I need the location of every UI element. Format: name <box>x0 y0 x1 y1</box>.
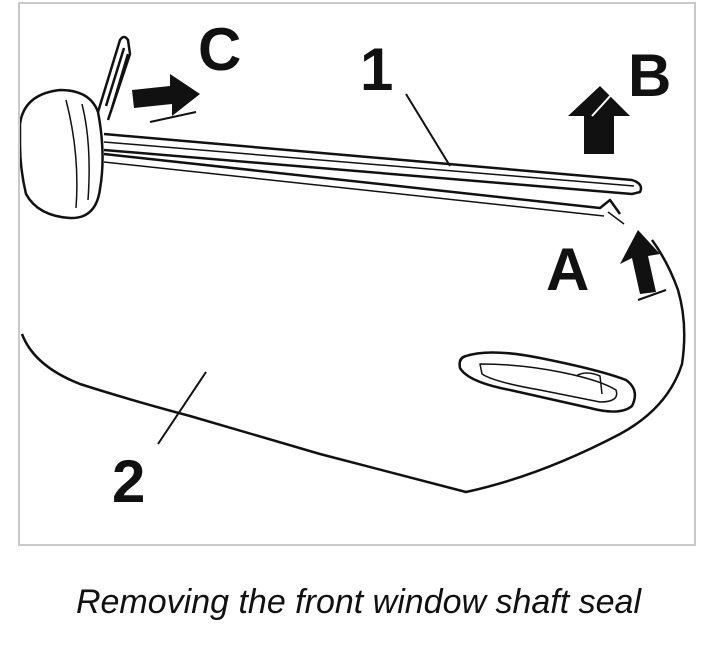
arrow-c-icon <box>132 74 200 116</box>
arrow-a-icon <box>620 230 660 294</box>
leader-line-1 <box>405 93 451 167</box>
callout-label-2: 2 <box>112 448 145 515</box>
door-panel <box>20 239 686 494</box>
door-seal-illustration: 1 2 A B C <box>20 16 686 515</box>
arrow-a <box>620 230 667 301</box>
illustration-frame: 1 2 A B C <box>18 2 696 546</box>
leader-line-2 <box>157 371 207 445</box>
side-mirror <box>20 35 132 220</box>
arrow-label-c: C <box>198 16 241 83</box>
figure-caption: Removing the front window shaft seal <box>75 583 642 621</box>
arrow-c <box>132 74 200 123</box>
arrow-label-b: B <box>628 42 671 109</box>
arrow-b <box>568 86 630 154</box>
callout-label-1: 1 <box>360 36 393 103</box>
leader-lines <box>157 93 451 445</box>
arrow-b-icon <box>568 86 630 154</box>
window-shaft-seal <box>103 132 643 225</box>
arrow-label-a: A <box>546 236 589 303</box>
